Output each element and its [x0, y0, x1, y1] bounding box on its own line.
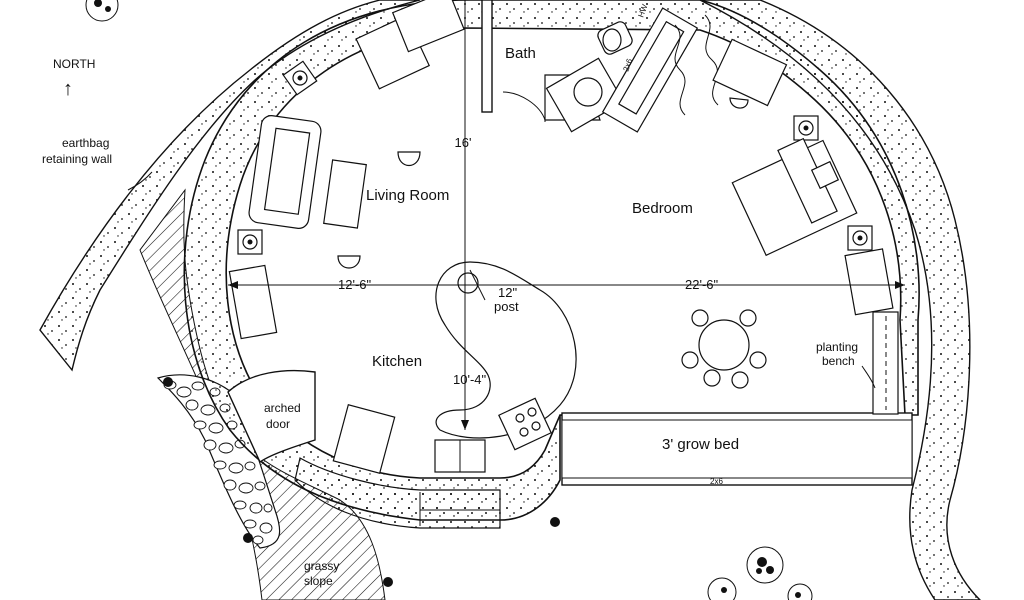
retaining-wall-leader: [127, 171, 153, 191]
arched-door[interactable]: [227, 369, 316, 464]
living-room-furniture: [248, 0, 465, 269]
trees: [85, 0, 813, 600]
room-label-bedroom: Bedroom: [632, 200, 693, 217]
arched-door-label-1: arched: [264, 401, 301, 415]
north-arrow-icon: ↑: [63, 78, 73, 100]
toilet: [597, 21, 633, 55]
dimension-lines: [228, 0, 905, 430]
grassy-slope-label-1: grassy: [304, 559, 339, 573]
sink: [434, 439, 486, 473]
grow-bed-label: 3' grow bed: [662, 436, 739, 453]
stove: [498, 397, 552, 451]
dining-table: [681, 309, 767, 389]
room-label-kitchen: Kitchen: [372, 353, 422, 370]
dimension-horizontal-right: 22'-6": [685, 277, 719, 292]
kitchen-counter: [435, 261, 577, 439]
retaining-wall-label-2: retaining wall: [42, 152, 112, 166]
compass-label: NORTH: [53, 57, 95, 71]
planting-bench-leader: [861, 365, 876, 389]
bedroom-chair: [729, 97, 749, 109]
bed: [731, 137, 858, 257]
lumber-label-bath: 2x6: [621, 57, 634, 73]
closet-curtain: [674, 24, 686, 116]
room-label-living: Living Room: [366, 187, 449, 204]
fridge: [332, 404, 396, 474]
dimension-vertical-top: 16': [455, 135, 472, 150]
bathtub: [601, 7, 699, 133]
dimension-horizontal-left: 12'-6": [338, 277, 372, 292]
left-wall-shelf: [228, 264, 278, 340]
window-wells: [237, 60, 873, 255]
planting-bench-label-2: bench: [822, 354, 855, 368]
bedroom-dresser: [712, 38, 788, 107]
room-label-bath: Bath: [505, 45, 536, 62]
center-post: [457, 272, 479, 294]
retaining-wall-label-1: earthbag: [62, 136, 109, 150]
dimension-vertical-bottom: 10'-4": [453, 372, 487, 387]
hw-label: HW: [636, 3, 649, 19]
lumber-label-grow-bed: 2x6: [710, 477, 723, 486]
post-label: post: [494, 299, 519, 314]
grow-bed: [561, 412, 913, 486]
arched-door-label-2: door: [266, 417, 290, 431]
planting-bench-label-1: planting: [816, 340, 858, 354]
grassy-slope-label-2: slope: [304, 574, 333, 588]
bath-walls: [481, 0, 625, 133]
post-size-label: 12": [498, 285, 517, 300]
